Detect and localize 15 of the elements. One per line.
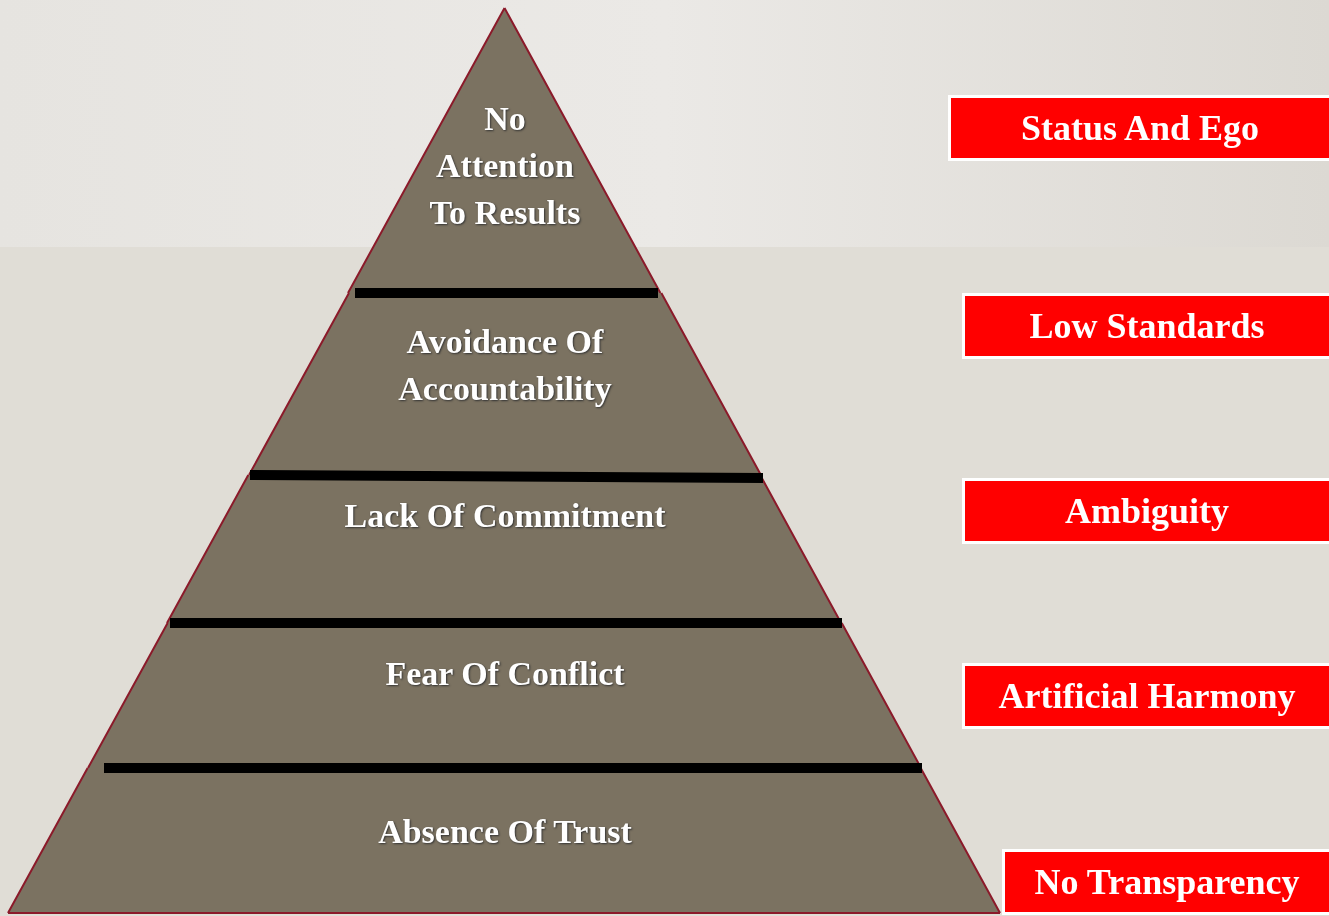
- label-banner: No Transparency: [1002, 849, 1329, 915]
- label-banner: Ambiguity: [962, 478, 1329, 544]
- label-banner: Artificial Harmony: [962, 663, 1329, 729]
- level-label: Absence Of Trust: [377, 812, 633, 852]
- level-label: Avoidance Of Accountability: [397, 322, 613, 409]
- label-banner: Status And Ego: [948, 95, 1329, 161]
- pyramid-level: [167, 475, 842, 623]
- pyramid-level: [8, 768, 1000, 913]
- level-label: No Attention To Results: [428, 99, 582, 233]
- pyramid-level: [87, 623, 921, 768]
- label-banner: Low Standards: [962, 293, 1329, 359]
- level-label: Fear Of Conflict: [384, 654, 626, 694]
- pyramid-level: [348, 8, 661, 293]
- level-label: Lack Of Commitment: [343, 496, 667, 536]
- pyramid-level: [248, 293, 761, 475]
